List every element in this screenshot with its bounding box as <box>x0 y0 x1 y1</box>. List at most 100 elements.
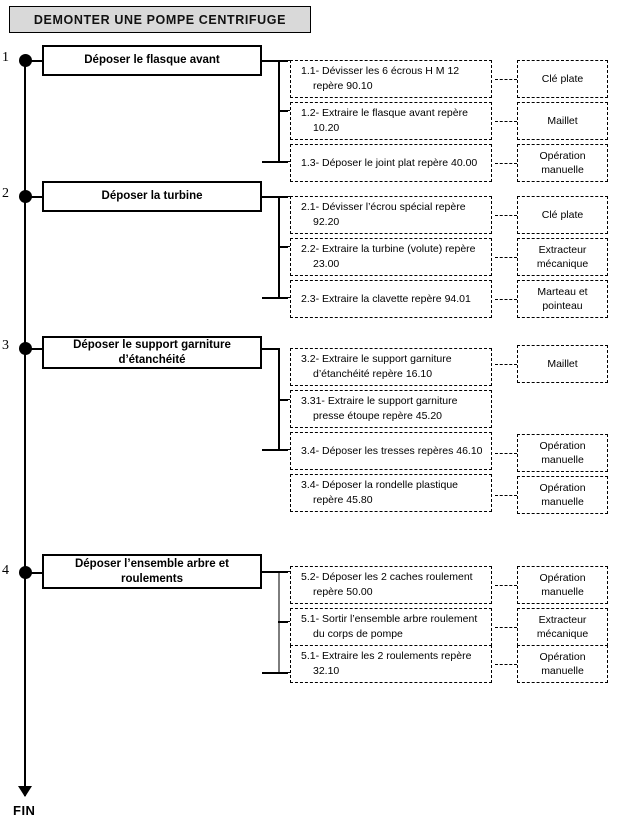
tool-box[interactable]: Maillet <box>517 102 608 140</box>
bracket-tick <box>278 621 288 623</box>
task-link-4-2 <box>278 621 290 622</box>
bracket-tick <box>278 449 288 451</box>
task-label: 2.1- Dévisser l’écrou spécial repère 92.… <box>301 201 466 228</box>
bracket-tick <box>278 246 288 248</box>
step-box-4[interactable]: Déposer l’ensemble arbre et roulements <box>42 554 262 589</box>
tool-box[interactable]: Extracteur mécanique <box>517 608 608 646</box>
task-link-2-2 <box>278 246 290 247</box>
tool-label: Maillet <box>547 115 578 127</box>
bracket-tick <box>278 672 288 674</box>
tool-box[interactable]: Clé plate <box>517 196 608 234</box>
flow-end-arrow-icon <box>18 786 32 797</box>
step-label-2: Déposer la turbine <box>101 190 203 202</box>
tool-label: Clé plate <box>541 209 584 221</box>
tool-box[interactable]: Marteau et pointeau <box>517 280 608 318</box>
tool-box[interactable]: Opération manuelle <box>517 434 608 472</box>
step-connector-1 <box>25 59 42 62</box>
tool-link-2-1 <box>495 215 517 216</box>
step-number-4: 4 <box>2 563 9 578</box>
bracket-tick <box>278 571 288 573</box>
tool-link-4-2 <box>495 627 517 628</box>
tool-label: Extracteur mécanique <box>536 614 589 640</box>
task-label: 2.2- Extraire la turbine (volute) repère… <box>301 243 476 270</box>
bracket-bottom-arm <box>262 672 280 674</box>
tool-box[interactable]: Opération manuelle <box>517 645 608 683</box>
task-box[interactable]: 3.4- Déposer les tresses repères 46.10 <box>290 432 492 470</box>
tool-link-3-1 <box>495 364 517 365</box>
flow-end-label: FIN <box>13 803 36 818</box>
bracket-bottom-arm <box>262 297 280 299</box>
tool-link-3-3 <box>495 453 517 454</box>
bracket-tick <box>278 161 288 163</box>
task-box[interactable]: 3.2- Extraire le support garniture d’éta… <box>290 348 492 386</box>
task-link-4-1 <box>278 571 290 572</box>
tool-box[interactable]: Opération manuelle <box>517 476 608 514</box>
bracket-bottom-arm <box>262 449 280 451</box>
task-label: 5.2- Déposer les 2 caches roulement repè… <box>301 571 473 598</box>
tool-box[interactable]: Opération manuelle <box>517 144 608 182</box>
task-label: 1.2- Extraire le flasque avant repère 10… <box>301 107 468 134</box>
page-title: DEMONTER UNE POMPE CENTRIFUGE <box>33 12 287 27</box>
tool-link-1-3 <box>495 163 517 164</box>
task-label: 3.4- Déposer les tresses repères 46.10 <box>301 444 483 457</box>
task-link-1-2 <box>278 110 290 111</box>
bracket-tick <box>278 196 288 198</box>
tool-link-4-1 <box>495 585 517 586</box>
tool-link-4-3 <box>495 664 517 665</box>
task-link-1-3 <box>278 161 290 162</box>
tool-label: Opération manuelle <box>539 651 586 677</box>
task-box[interactable]: 5.2- Déposer les 2 caches roulement repè… <box>290 566 492 604</box>
task-box[interactable]: 2.3- Extraire la clavette repère 94.01 <box>290 280 492 318</box>
tool-label: Opération manuelle <box>539 440 586 466</box>
flow-spine <box>24 62 26 796</box>
task-link-2-3 <box>278 297 290 298</box>
tool-label: Opération manuelle <box>539 482 586 508</box>
tool-link-2-3 <box>495 299 517 300</box>
bracket-tick <box>278 110 288 112</box>
tool-label: Opération manuelle <box>539 150 586 176</box>
tool-link-1-1 <box>495 79 517 80</box>
task-box[interactable]: 1.3- Déposer le joint plat repère 40.00 <box>290 144 492 182</box>
task-box[interactable]: 5.1- Extraire les 2 roulements repère 32… <box>290 645 492 683</box>
task-link-4-3 <box>278 672 290 673</box>
step-connector-4 <box>25 571 42 574</box>
tool-link-2-2 <box>495 257 517 258</box>
task-box[interactable]: 2.1- Dévisser l’écrou spécial repère 92.… <box>290 196 492 234</box>
task-box[interactable]: 1.1- Dévisser les 6 écrous H M 12 repère… <box>290 60 492 98</box>
step-bracket-1 <box>262 60 288 163</box>
step-box-3[interactable]: Déposer le support garniture d’étanchéit… <box>42 336 262 369</box>
tool-box[interactable]: Extracteur mécanique <box>517 238 608 276</box>
tool-link-3-4 <box>495 495 517 496</box>
step-box-1[interactable]: Déposer le flasque avant <box>42 45 262 76</box>
task-box[interactable]: 3.31- Extraire le support garniture pres… <box>290 390 492 428</box>
bracket-bottom-arm <box>262 161 280 163</box>
step-label-3: Déposer le support garniture d’étanchéit… <box>73 338 231 366</box>
step-bracket-2 <box>262 196 288 299</box>
task-link-3-3 <box>278 449 290 450</box>
task-label: 3.31- Extraire le support garniture pres… <box>301 395 458 422</box>
tool-box[interactable]: Clé plate <box>517 60 608 98</box>
task-box[interactable]: 5.1- Sortir l’ensemble arbre roulement d… <box>290 608 492 646</box>
bracket-top-arm <box>262 571 280 573</box>
task-label: 5.1- Sortir l’ensemble arbre roulement d… <box>301 613 478 640</box>
tool-box[interactable]: Maillet <box>517 345 608 383</box>
bracket-top-arm <box>262 348 280 350</box>
step-connector-2 <box>25 195 42 198</box>
tool-label: Clé plate <box>541 73 584 85</box>
step-connector-3 <box>25 347 42 350</box>
step-box-2[interactable]: Déposer la turbine <box>42 181 262 212</box>
tool-box[interactable]: Opération manuelle <box>517 566 608 604</box>
step-bracket-4 <box>262 571 288 674</box>
task-label: 3.2- Extraire le support garniture d’éta… <box>301 353 452 380</box>
task-link-2-1 <box>278 196 290 197</box>
task-label: 2.3- Extraire la clavette repère 94.01 <box>301 292 471 305</box>
step-label-4: Déposer l’ensemble arbre et roulements <box>74 557 230 585</box>
task-box[interactable]: 2.2- Extraire la turbine (volute) repère… <box>290 238 492 276</box>
task-label: 1.1- Dévisser les 6 écrous H M 12 repère… <box>301 65 460 92</box>
task-label: 5.1- Extraire les 2 roulements repère 32… <box>301 650 472 677</box>
step-number-1: 1 <box>2 50 9 65</box>
task-box[interactable]: 3.4- Déposer la rondelle plastique repèr… <box>290 474 492 512</box>
task-box[interactable]: 1.2- Extraire le flasque avant repère 10… <box>290 102 492 140</box>
bracket-top-arm <box>262 196 280 198</box>
